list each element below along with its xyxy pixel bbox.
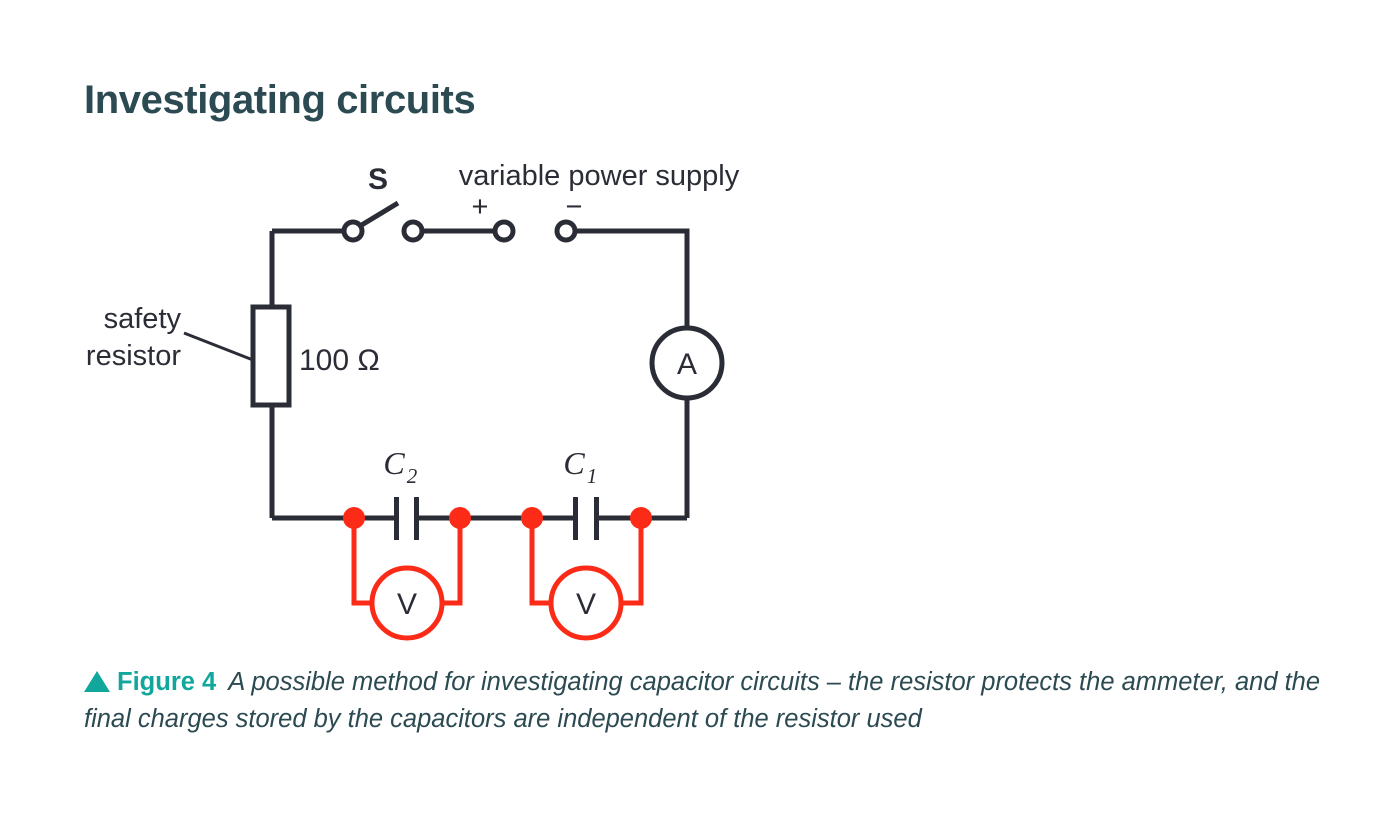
- c1-label-letter: C: [563, 445, 585, 481]
- capacitor-c1-symbol: [573, 497, 599, 540]
- vm-right-wire-left: [529, 518, 551, 606]
- c2-plate-left: [394, 497, 399, 540]
- voltmeter-wires: [351, 518, 644, 606]
- safety-resistor-symbol: [250, 304, 292, 408]
- c2-plate-right: [414, 497, 419, 540]
- capacitor-c2-label: C 2: [383, 445, 417, 488]
- supply-terminal-minus: [554, 219, 578, 243]
- ammeter-label: A: [677, 348, 697, 381]
- vm-left-wire-left: [351, 518, 372, 606]
- supply-plus-label: +: [472, 191, 489, 223]
- power-supply-label: variable power supply: [459, 160, 740, 192]
- safety-resistor-label-line1: safety: [104, 303, 182, 335]
- c1-plate-right: [594, 497, 599, 540]
- voltmeter-left-symbol: [369, 565, 445, 641]
- junction-dot-1: [343, 507, 365, 529]
- voltmeter-left-label: V: [397, 588, 417, 621]
- caption-text: A possible method for investigating capa…: [84, 668, 1321, 734]
- caption-triangle-icon: [84, 671, 110, 692]
- vm-right-wire-right: [621, 518, 644, 606]
- ammeter-symbol: [649, 325, 725, 401]
- wire-top-right: [574, 228, 690, 328]
- caption-figure-label: Figure 4: [117, 668, 217, 696]
- circuit-diagram: S variable power supply + − safety resis…: [86, 160, 740, 641]
- junction-dot-3: [521, 507, 543, 529]
- c1-label-subscript: 1: [587, 464, 598, 488]
- switch-arm: [358, 200, 400, 229]
- c1-plate-left: [573, 497, 578, 540]
- switch-label: S: [368, 163, 388, 196]
- voltmeter-right-label: V: [576, 588, 596, 621]
- supply-terminal-left: [401, 219, 425, 243]
- c2-label-subscript: 2: [407, 464, 418, 488]
- junction-dot-4: [630, 507, 652, 529]
- voltmeter-right-symbol: [548, 565, 624, 641]
- junction-dots: [343, 507, 652, 529]
- supply-minus-label: −: [566, 191, 583, 223]
- switch-pivot-terminal: [341, 219, 365, 243]
- resistance-value-label: 100 Ω: [299, 344, 380, 377]
- page-title: Investigating circuits: [84, 77, 476, 122]
- c2-label-letter: C: [383, 445, 405, 481]
- vm-left-wire-right: [442, 518, 463, 606]
- safety-resistor-leader-line: [183, 331, 254, 362]
- capacitor-c2-symbol: [394, 497, 419, 540]
- supply-terminal-plus: [492, 219, 516, 243]
- junction-dot-2: [449, 507, 471, 529]
- capacitor-c1-label: C 1: [563, 445, 597, 488]
- safety-resistor-label-line2: resistor: [86, 340, 181, 372]
- circuit-wires: [269, 200, 690, 521]
